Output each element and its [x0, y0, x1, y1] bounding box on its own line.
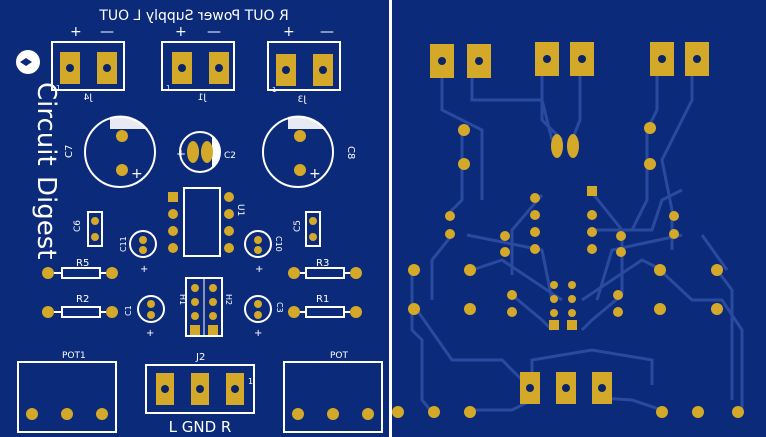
- pot-ref: POT1: [62, 351, 86, 361]
- board-title: R OUT Power Supply L OUT: [99, 8, 289, 24]
- svg-text:1: 1: [272, 86, 276, 94]
- brand-name-top: Circuit: [31, 82, 61, 166]
- resistor-r5: R5: [42, 258, 118, 279]
- header-h1-h2: H1 H2: [178, 277, 233, 337]
- capacitor-c7: — + C7: [64, 115, 156, 188]
- capacitor-ref: C2: [224, 151, 236, 161]
- svg-text:1: 1: [248, 377, 253, 386]
- terminal-ref: J1: [198, 93, 207, 103]
- connector-ref: J2: [195, 352, 205, 363]
- svg-text:+: +: [176, 147, 186, 161]
- capacitor-c3: + C3: [244, 295, 284, 339]
- potentiometer-pot1: POT1: [17, 351, 117, 433]
- board-title-group: R OUT Power Supply L OUT: [99, 8, 289, 24]
- brand-name-bottom: Digest: [31, 176, 61, 259]
- brand-logo: Circuit Digest: [16, 50, 61, 259]
- ic-u1: U1: [168, 187, 245, 257]
- resistor-ref: R1: [316, 294, 329, 305]
- terminal-minus-label: —: [207, 24, 221, 40]
- resistor-ref: R2: [76, 294, 89, 305]
- svg-text:+: +: [131, 166, 143, 182]
- terminal-ref: J3: [298, 95, 307, 105]
- svg-text:+: +: [140, 264, 148, 275]
- svg-text:1: 1: [166, 84, 170, 92]
- svg-text:+: +: [146, 328, 154, 339]
- resistor-ref: R3: [316, 258, 329, 269]
- back-connector-pads: [520, 372, 612, 404]
- capacitor-c5: C5: [293, 211, 321, 247]
- back-terminal-pads: [430, 42, 709, 78]
- pcb-front-view: R OUT Power Supply L OUT Circuit Digest …: [0, 0, 389, 437]
- svg-text:—: —: [306, 131, 320, 147]
- back-through-hole-pads: [392, 122, 744, 418]
- terminal-j3: + — 1 J3: [267, 24, 341, 105]
- capacitor-ref: C10: [274, 236, 283, 252]
- capacitor-c8: — + C8: [262, 115, 356, 188]
- capacitor-ref: C7: [64, 145, 75, 158]
- capacitor-c6: C6: [73, 211, 103, 247]
- terminal-plus-label: +: [283, 24, 295, 40]
- svg-text:+: +: [255, 264, 263, 275]
- capacitor-c10: + C10: [244, 230, 283, 275]
- pot-ref: POT: [330, 351, 349, 361]
- terminal-minus-label: —: [320, 24, 334, 40]
- ic-ref: U1: [235, 204, 245, 216]
- capacitor-c11: + C11: [119, 230, 157, 275]
- capacitor-ref: C3: [275, 302, 284, 313]
- capacitor-ref: C8: [345, 146, 356, 159]
- capacitor-c2: + C2: [176, 131, 236, 173]
- view-divider: [389, 0, 392, 437]
- terminal-j1: + — 1 J1: [161, 24, 235, 103]
- capacitor-ref: C6: [73, 220, 83, 232]
- resistor-r2: R2: [42, 294, 118, 318]
- connector-labels: L GND R: [169, 418, 232, 436]
- header-ref: H1: [178, 294, 187, 305]
- svg-text:—: —: [128, 131, 142, 147]
- potentiometer-pot: POT: [283, 351, 383, 433]
- pcb-back-view: [392, 0, 766, 437]
- svg-text:+: +: [309, 166, 321, 182]
- svg-text:1: 1: [56, 84, 60, 92]
- resistor-r1: R1: [288, 294, 362, 318]
- capacitor-ref: C11: [119, 236, 128, 252]
- terminal-j4: + — 1 J4: [51, 24, 125, 103]
- terminal-minus-label: —: [100, 24, 114, 40]
- capacitor-ref: C1: [124, 305, 133, 316]
- svg-text:+: +: [254, 328, 262, 339]
- brand-logo-mark: [20, 58, 32, 66]
- connector-j2: J2 1 L GND R: [145, 352, 255, 436]
- resistor-r3: R3: [288, 258, 362, 279]
- header-ref: H2: [224, 294, 233, 305]
- capacitor-ref: C5: [293, 220, 303, 232]
- copper-traces: [410, 60, 744, 413]
- terminal-plus-label: +: [70, 24, 82, 40]
- terminal-ref: J4: [83, 93, 93, 103]
- resistor-ref: R5: [76, 258, 89, 269]
- capacitor-c1: + C1: [124, 295, 165, 339]
- terminal-plus-label: +: [175, 24, 187, 40]
